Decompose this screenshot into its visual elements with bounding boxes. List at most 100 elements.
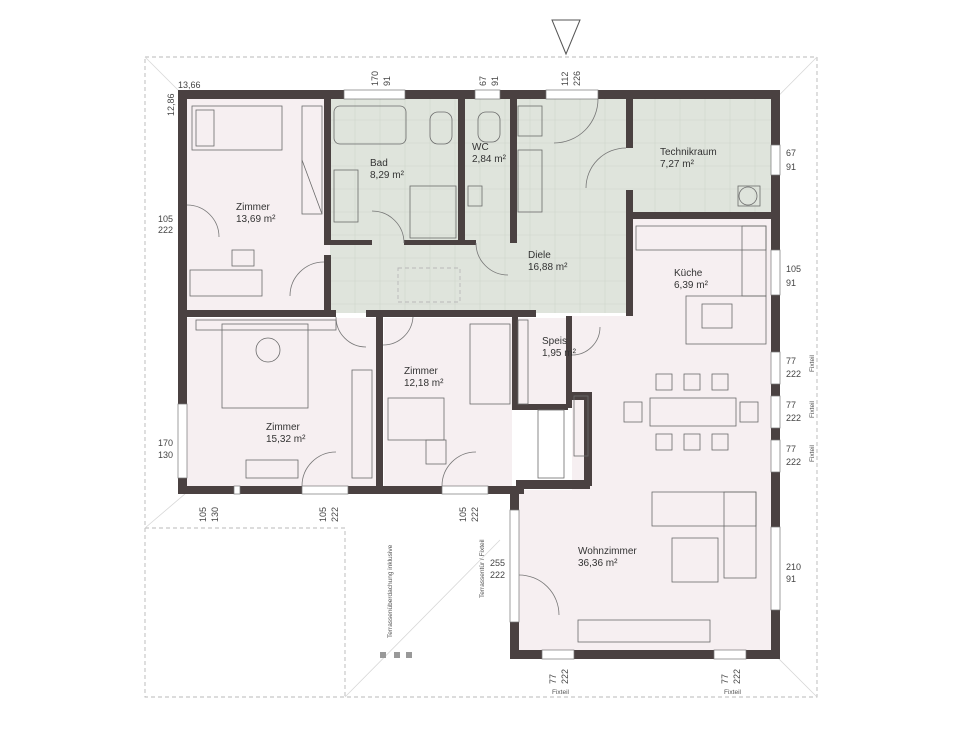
dimension-label: 91 [382, 76, 392, 86]
window [770, 439, 781, 473]
post-icon [380, 652, 386, 658]
bathtub [333, 105, 407, 145]
room-name: WC [472, 142, 489, 153]
room-area: 13,69 m² [236, 214, 276, 225]
desk [189, 269, 263, 297]
wall-outer [771, 428, 780, 440]
room-name: Diele [528, 250, 551, 261]
wall-outer [771, 295, 780, 352]
window [474, 89, 501, 100]
window [541, 649, 575, 660]
wall-interior [404, 240, 476, 245]
dimension-label: 91 [786, 574, 796, 584]
pillow [195, 109, 215, 147]
vanity [333, 169, 359, 223]
dimension-label: 91 [786, 278, 796, 288]
dimension-label: 222 [560, 669, 570, 684]
wall-interior [366, 310, 536, 317]
chair [623, 401, 643, 423]
post-icon [394, 652, 400, 658]
cooktop [701, 303, 733, 329]
terrace-dashed-outline [145, 527, 346, 697]
window [545, 89, 599, 100]
dimension-label: 77 [786, 356, 796, 366]
washer [737, 185, 761, 207]
room-name: Zimmer [236, 202, 271, 213]
sink [467, 185, 483, 207]
room-name: Speis [542, 336, 567, 347]
wardrobe [537, 409, 565, 479]
dimension-label: 222 [786, 457, 801, 467]
wall-outer [178, 478, 187, 493]
wall-outer [510, 622, 519, 658]
window [509, 509, 520, 623]
bed [469, 323, 511, 405]
wall-outer [598, 90, 780, 99]
dimension-label: 105 [458, 507, 468, 522]
dimension-label: 105 [198, 507, 208, 522]
dimension-label: 105 [786, 264, 801, 274]
floor-kueche [632, 216, 772, 316]
dimension-label: 222 [490, 570, 505, 580]
wall-interior [626, 190, 633, 316]
dimension-label: 77 [786, 444, 796, 454]
window [770, 526, 781, 611]
door-swing [301, 451, 337, 487]
dimension-label: 130 [158, 450, 173, 460]
fixteil-label: Fixteil [809, 444, 816, 462]
room-area: 6,39 m² [674, 280, 709, 291]
window [343, 89, 406, 100]
door-swing [585, 147, 627, 189]
wall-interior [324, 98, 331, 243]
window [770, 351, 781, 385]
roof-dashed-outline [144, 56, 818, 698]
tile-grid [330, 98, 772, 313]
wall-outer [488, 486, 524, 494]
wall-outer [405, 90, 475, 99]
dimension-label: 226 [572, 71, 582, 86]
chair [655, 373, 673, 391]
room-name: Zimmer [404, 366, 439, 377]
window [770, 395, 781, 429]
floors [186, 98, 772, 650]
wall-interior [512, 404, 568, 410]
toilet [429, 111, 453, 145]
dresser [245, 459, 299, 479]
floor-speis [512, 318, 572, 408]
north-arrow-icon [551, 19, 581, 56]
wall-outer [240, 486, 302, 494]
wall-interior [512, 316, 518, 408]
room-area: 8,29 m² [370, 170, 405, 181]
tv-sideboard [577, 619, 711, 643]
room-area: 36,36 m² [578, 558, 618, 569]
window [233, 485, 241, 495]
terrace-roof-label: Terrassenüberdachung inklusive [387, 544, 394, 638]
dimension-label: 13,66 [178, 80, 201, 90]
windows [177, 89, 781, 660]
room-area: 12,18 m² [404, 378, 444, 389]
dimension-label: 67 [478, 76, 488, 86]
door-swing [571, 326, 601, 356]
floor-diele [330, 243, 632, 313]
room-name: Wohnzimmer [578, 546, 637, 557]
window [441, 485, 489, 495]
room-area: 1,95 m² [542, 348, 577, 359]
room-labels: Zimmer 13,69 m² Bad 8,29 m² WC 2,84 m² T… [236, 142, 717, 569]
wall-outer [746, 650, 780, 659]
headboard [195, 319, 337, 331]
wall-outer [178, 90, 344, 99]
wall-outer [510, 486, 519, 510]
chair [711, 373, 729, 391]
door-swing [553, 98, 599, 144]
dimension-label: 105 [318, 507, 328, 522]
floor-wc [464, 98, 516, 243]
floor-zimmer-left [186, 318, 378, 490]
wall-interior [324, 240, 372, 245]
chair [683, 373, 701, 391]
terrace-posts [380, 652, 412, 658]
door-swing [186, 204, 220, 238]
fixteil-label: Fixteil [809, 400, 816, 418]
door-swing [441, 451, 477, 487]
dimension-label: 255 [490, 558, 505, 568]
